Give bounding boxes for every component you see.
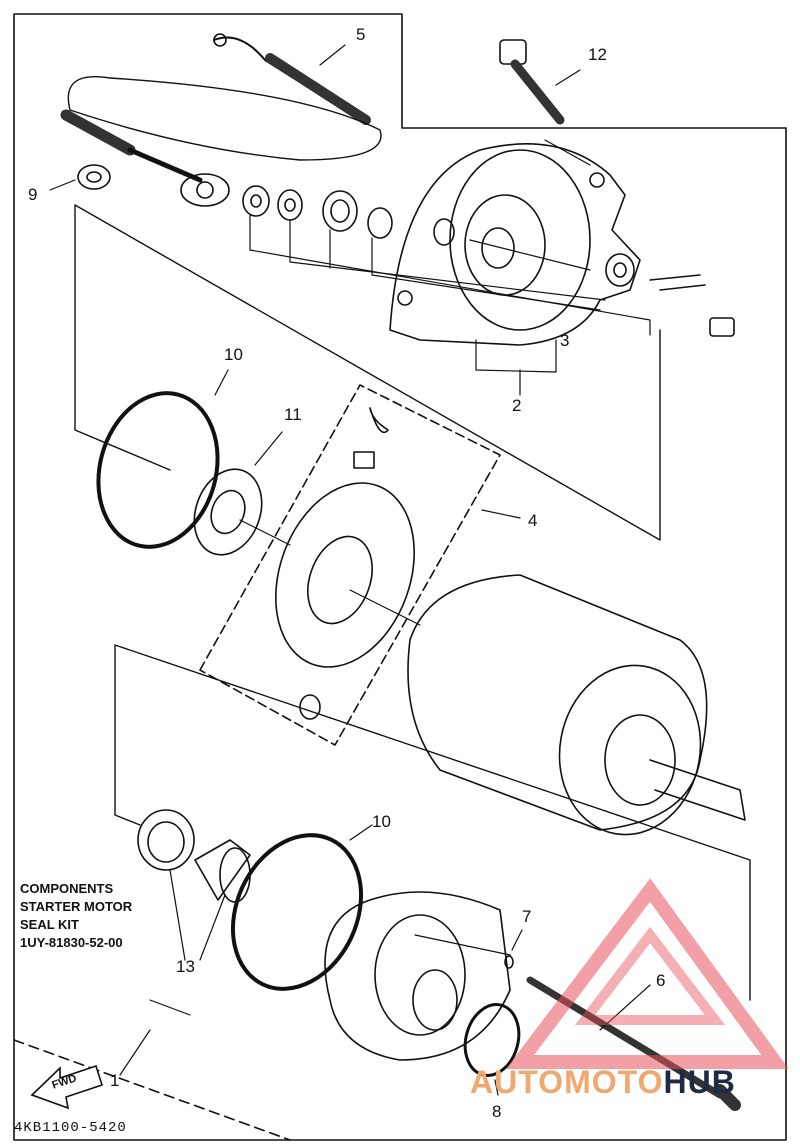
- note-line: SEAL KIT: [20, 917, 79, 932]
- rear-cover: [389, 143, 735, 346]
- o-ring-part-10-top: [96, 391, 220, 549]
- label-part-7: 7: [522, 907, 532, 926]
- label-part-11: 11: [284, 405, 302, 424]
- label-part-10-bottom: 10: [372, 812, 391, 831]
- assembly-border: [13, 13, 787, 1141]
- washer-part-11: [193, 468, 263, 556]
- o-ring-part-10-bottom: [230, 833, 364, 991]
- o-ring-part-8: [463, 1003, 521, 1077]
- watermark-logo: [505, 878, 789, 1069]
- label-part-12: 12: [588, 45, 607, 64]
- components-note: COMPONENTS STARTER MOTOR SEAL KIT 1UY-81…: [20, 880, 132, 952]
- label-part-8: 8: [492, 1102, 502, 1121]
- label-part-3: 3: [560, 331, 570, 350]
- label-part-9: 9: [28, 185, 38, 204]
- label-part-13: 13: [176, 957, 195, 976]
- label-part-5: 5: [356, 25, 366, 44]
- note-line: COMPONENTS: [20, 881, 114, 896]
- cable-part-5: [60, 33, 382, 207]
- washer-set: [242, 185, 393, 239]
- label-part-10-top: 10: [224, 345, 243, 364]
- note-line: STARTER MOTOR: [20, 899, 133, 914]
- bolt-part-12: [499, 39, 565, 125]
- part-code: 4KB1100-5420: [14, 1120, 127, 1136]
- front-cover-part-1: [324, 891, 511, 1061]
- note-line: 1UY-81830-52-00: [20, 935, 123, 950]
- label-part-4: 4: [528, 511, 538, 530]
- oil-seal-part-13: [137, 809, 195, 871]
- label-part-6: 6: [656, 971, 666, 990]
- motor-yoke: [407, 574, 746, 836]
- fwd-arrow-icon: [30, 1064, 103, 1110]
- brush-box-part-4: [199, 384, 501, 746]
- watermark-text-part1: AUTOMOTO: [470, 1064, 664, 1100]
- nut-part-9: [77, 164, 111, 190]
- watermark-text-part2: HUB: [663, 1064, 736, 1100]
- label-part-1: 1: [110, 1071, 120, 1090]
- label-part-2: 2: [512, 396, 522, 415]
- brush-plate: [239, 482, 421, 668]
- watermark-text: AUTOMOTOHUB: [470, 1064, 736, 1101]
